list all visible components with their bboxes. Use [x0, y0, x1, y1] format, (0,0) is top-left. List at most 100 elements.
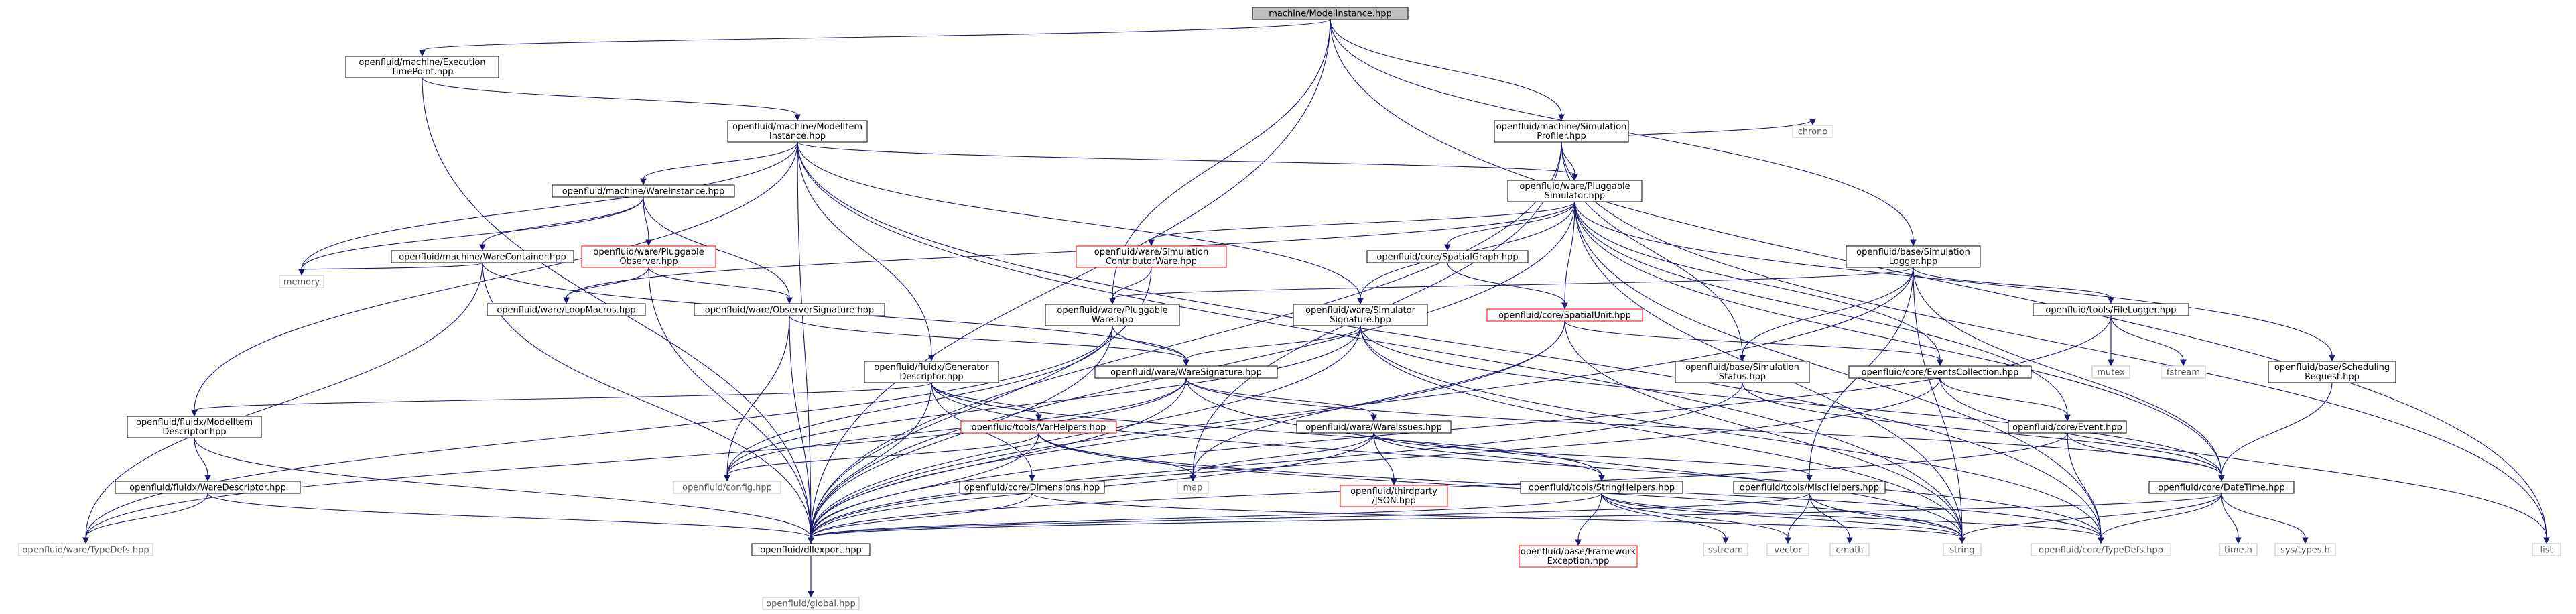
node-eventscollection[interactable]: openfluid/core/EventsCollection.hpp — [1848, 365, 2032, 379]
node-event[interactable]: openfluid/core/Event.hpp — [2008, 420, 2127, 434]
node-label-line: openfluid/ware/Pluggable — [593, 247, 704, 257]
node-varhelpers[interactable]: openfluid/tools/VarHelpers.hpp — [960, 420, 1117, 434]
arrowhead — [1029, 475, 1035, 482]
node-box — [1296, 420, 1452, 434]
edge-line — [789, 315, 1187, 361]
node-chrono[interactable]: chrono — [1792, 125, 1833, 138]
node-spatialunit[interactable]: openfluid/core/SpatialUnit.hpp — [1486, 308, 1643, 322]
node-label-line: sys/types.h — [2280, 546, 2330, 556]
edge-spatialunit-to-string — [1564, 320, 1966, 544]
node-memory[interactable]: memory — [279, 275, 324, 288]
node-simcontrib[interactable]: openfluid/ware/SimulationContributorWare… — [1076, 245, 1227, 268]
edge-waresignature-to-waretypedefs — [82, 377, 1187, 544]
node-warecontainer[interactable]: openfluid/machine/WareContainer.hpp — [391, 250, 574, 263]
node-label-line: openfluid/ware/LoopMacros.hpp — [497, 306, 635, 316]
edge-pluggablesim-to-spatialunit — [1561, 201, 1575, 310]
node-coretypedefs[interactable]: openfluid/core/TypeDefs.hpp — [2031, 543, 2171, 556]
node-map[interactable]: map — [1177, 481, 1209, 494]
edge-line — [1742, 267, 1914, 356]
node-label-line: /JSON.hpp — [1372, 496, 1415, 506]
node-list[interactable]: list — [2532, 543, 2561, 556]
edge-pluggableobs-to-loopmacros — [563, 267, 649, 304]
node-wareinstance[interactable]: openfluid/machine/WareInstance.hpp — [552, 184, 735, 198]
node-label-line: ContributorWare.hpp — [1106, 257, 1197, 267]
node-waretypedefs[interactable]: openfluid/ware/TypeDefs.hpp — [18, 543, 153, 556]
arrowhead — [479, 244, 486, 251]
node-sstream[interactable]: sstream — [1703, 543, 1748, 556]
node-dllexport[interactable]: openfluid/dllexport.hpp — [751, 543, 871, 556]
node-obssignature[interactable]: openfluid/ware/ObserverSignature.hpp — [694, 303, 885, 316]
arrowhead — [1444, 244, 1451, 251]
node-config[interactable]: openfluid/config.hpp — [673, 481, 781, 494]
edge-line — [422, 19, 1331, 51]
node-waredescriptor[interactable]: openfluid/fluidx/WareDescriptor.hpp — [115, 481, 301, 494]
node-label-line: vector — [1774, 546, 1802, 556]
node-systypes[interactable]: sys/types.h — [2274, 543, 2336, 556]
node-filelogger[interactable]: openfluid/tools/FileLogger.hpp — [2033, 303, 2189, 316]
arrowhead — [2108, 297, 2114, 304]
edge-line — [301, 262, 483, 270]
node-stringhelpers[interactable]: openfluid/tools/StringHelpers.hpp — [1520, 481, 1683, 494]
node-timeh[interactable]: time.h — [2219, 543, 2258, 556]
node-box — [2219, 543, 2258, 556]
node-root[interactable]: machine/ModelInstance.hpp — [1252, 7, 1409, 20]
edge-line — [1564, 201, 1575, 304]
node-dimensions[interactable]: openfluid/core/Dimensions.hpp — [959, 481, 1105, 494]
edge-pluggablesim-to-spatialgraph — [1444, 201, 1575, 251]
edge-line — [1112, 267, 1152, 299]
edge-line — [797, 141, 812, 538]
edge-line — [2221, 493, 2239, 538]
edge-exectime-to-modelitem — [422, 77, 801, 121]
edge-line — [1185, 325, 1361, 361]
node-vector[interactable]: vector — [1766, 543, 1809, 556]
node-spatialgraph[interactable]: openfluid/core/SpatialGraph.hpp — [1366, 250, 1529, 263]
node-wareissues[interactable]: openfluid/ware/WareIssues.hpp — [1296, 420, 1452, 434]
node-waresignature[interactable]: openfluid/ware/WareSignature.hpp — [1094, 365, 1278, 379]
edge-waresignature-to-string — [1185, 377, 1966, 544]
node-label-line: openfluid/ware/Simulation — [1094, 247, 1208, 257]
node-box — [2161, 365, 2206, 379]
node-label-line: Descriptor.hpp — [899, 372, 963, 382]
node-loopmacros[interactable]: openfluid/ware/LoopMacros.hpp — [487, 303, 646, 316]
node-label-line: openfluid/base/Simulation — [1685, 363, 1799, 373]
node-label-line: Status.hpp — [1719, 372, 1766, 382]
edge-modelitem-to-pluggablesim — [797, 141, 1578, 181]
edge-line — [1330, 19, 2547, 538]
node-string[interactable]: string — [1943, 543, 1982, 556]
edge-line — [2221, 493, 2306, 538]
node-fstream[interactable]: fstream — [2161, 365, 2206, 379]
node-box — [959, 481, 1105, 494]
edge-line — [1360, 325, 2102, 538]
edge-line — [1574, 201, 2068, 416]
node-datetime[interactable]: openfluid/core/DateTime.hpp — [2148, 481, 2295, 494]
nodes-layer: machine/ModelInstance.hpp openfluid/machi… — [18, 7, 2561, 610]
node-global[interactable]: openfluid/global.hpp — [762, 597, 860, 610]
node-box — [1675, 361, 1810, 383]
arrowhead — [1806, 475, 1813, 482]
arrowhead — [2218, 475, 2225, 482]
node-mutex[interactable]: mutex — [2091, 365, 2130, 379]
node-cmath[interactable]: cmath — [1829, 543, 1870, 556]
edge-schedrequest-to-datetime — [2218, 382, 2333, 482]
edge-line — [566, 267, 649, 298]
node-box — [552, 184, 735, 198]
edge-pluggableobs-to-obssignature — [648, 267, 793, 304]
node-mischelpers[interactable]: openfluid/tools/MiscHelpers.hpp — [1733, 481, 1886, 494]
edge-line — [1561, 141, 1743, 356]
node-box — [581, 245, 716, 268]
node-json[interactable]: openfluid/thirdparty/JSON.hpp — [1340, 485, 1448, 507]
